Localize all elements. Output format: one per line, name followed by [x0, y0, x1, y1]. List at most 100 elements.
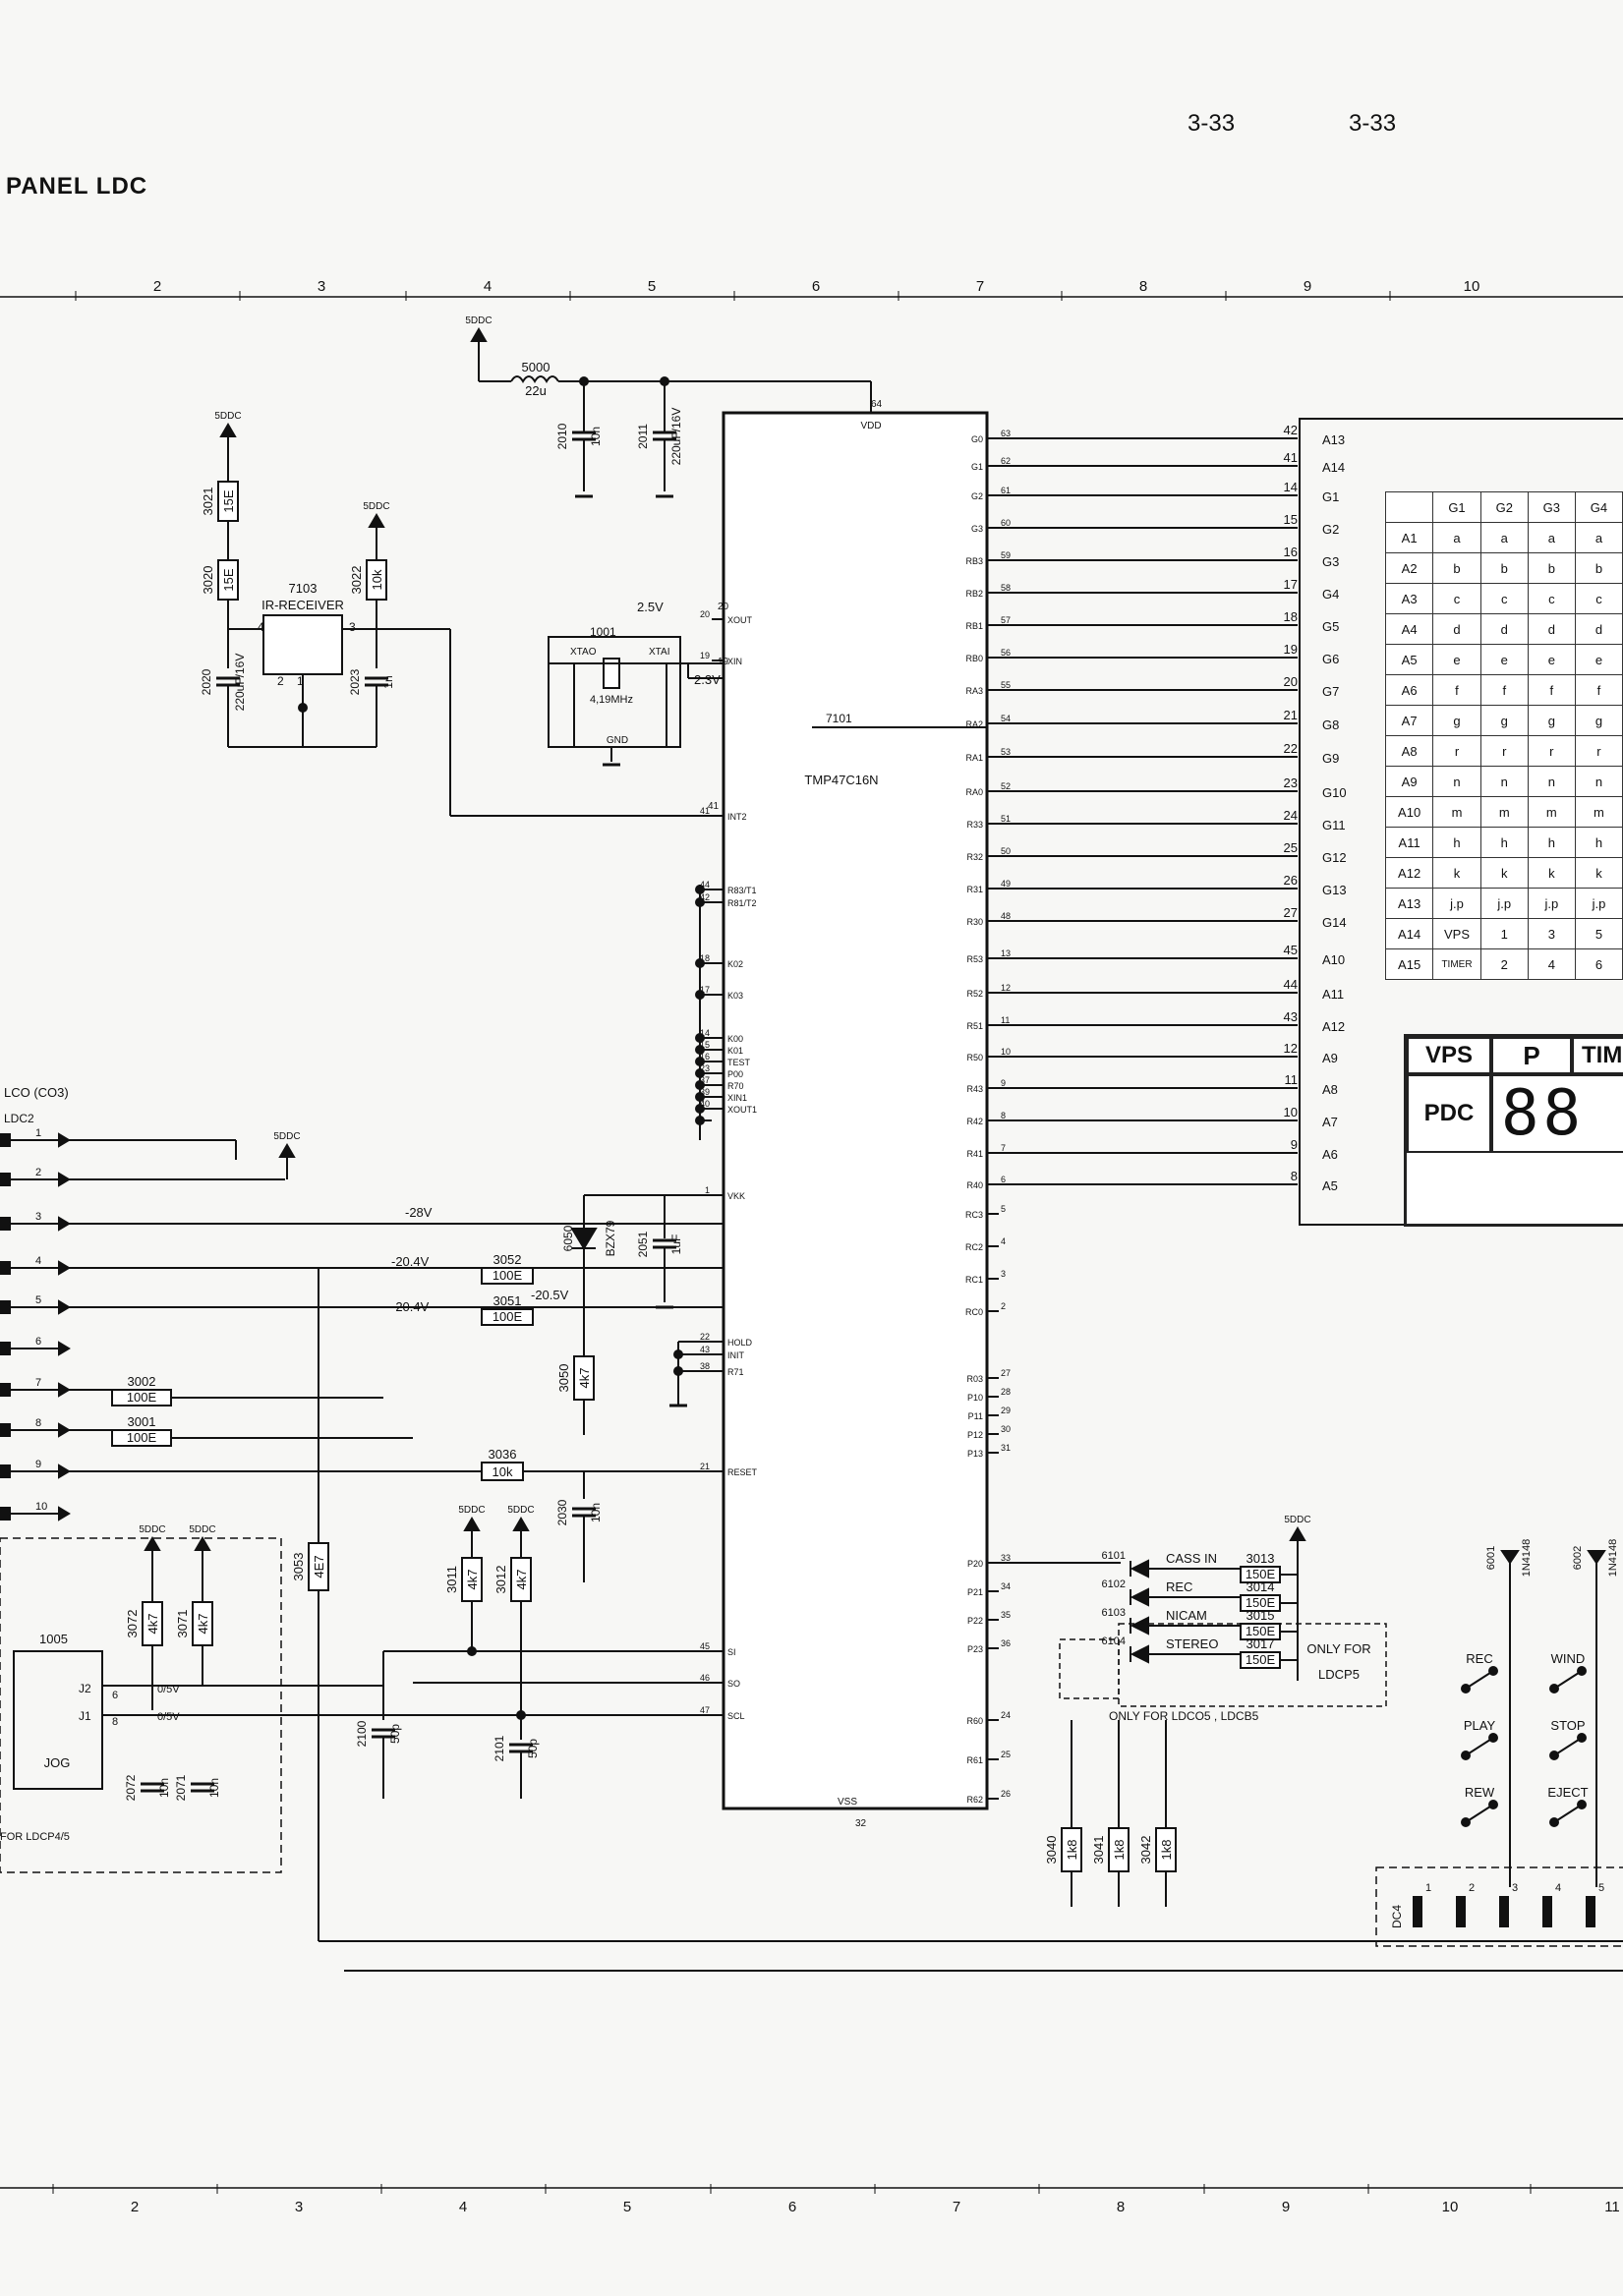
- led-diode: [1130, 1644, 1149, 1664]
- connector-arrow: [58, 1464, 71, 1479]
- resistor-ref: 3051: [493, 1293, 522, 1308]
- ic-pin-number: 12: [1001, 983, 1011, 993]
- resistor-value: 1k8: [1159, 1840, 1174, 1861]
- inductor-ref: 5000: [522, 360, 551, 374]
- supply-label: 5DDC: [273, 1131, 300, 1142]
- seg-table-cell: f: [1527, 674, 1576, 706]
- resistor-value: 100E: [493, 1268, 523, 1283]
- seg-table-cell: A7: [1384, 705, 1434, 736]
- seg-table-cell: 3: [1527, 918, 1576, 949]
- seg-table-cell: d: [1432, 613, 1481, 645]
- ic-7101-body: [722, 411, 989, 1810]
- grid-number-bottom: 10: [1442, 2199, 1459, 2215]
- ic-pin-number: 7: [1001, 1143, 1006, 1153]
- ic-pin-name: G0: [971, 434, 983, 444]
- ic-pin-name: HOLD: [727, 1338, 753, 1348]
- junction-dot: [467, 1646, 477, 1656]
- resistor-ref: 3017: [1246, 1636, 1275, 1651]
- resistor-ref: 3015: [1246, 1608, 1275, 1623]
- ic-pin-number: 30: [1001, 1424, 1011, 1434]
- jog-label: JOG: [44, 1755, 71, 1770]
- lcd-pin-name: A6: [1322, 1147, 1338, 1162]
- resistor-value: 4k7: [196, 1614, 210, 1635]
- ic-pin-number: 19: [700, 651, 710, 660]
- seg-table-cell: A1: [1384, 522, 1434, 553]
- resistor-value: 4E7: [312, 1555, 326, 1578]
- ic-pin-name: R62: [966, 1795, 983, 1805]
- seg-table-cell: g: [1432, 705, 1481, 736]
- junction-dot: [695, 1033, 705, 1043]
- seg-table-cell: A11: [1384, 827, 1434, 858]
- ic-pin-name: XOUT1: [727, 1105, 757, 1115]
- grid-number-top: 3: [318, 278, 325, 295]
- seg-table-cell: TIMER: [1432, 948, 1481, 980]
- capacitor-ref: 2051: [636, 1231, 650, 1257]
- pin-number: 19: [718, 657, 729, 667]
- resistor-value: 15E: [221, 568, 236, 591]
- resistor-ref: 3020: [201, 566, 215, 595]
- resistor: [481, 1462, 524, 1481]
- ic-pin-name: XIN1: [727, 1093, 747, 1103]
- crystal-frequency: 4,19MHz: [590, 694, 633, 706]
- ic-pin-number: 37: [700, 1075, 710, 1085]
- grid-number-top: 8: [1139, 278, 1147, 295]
- voltage-label: -28V: [405, 1205, 433, 1220]
- connector-pin: [0, 1464, 11, 1478]
- ic-pin-number: 38: [700, 1361, 710, 1371]
- seg-table-cell: m: [1527, 796, 1576, 828]
- ic-pin-name: TEST: [727, 1058, 751, 1067]
- junction-dot: [1461, 1817, 1471, 1827]
- resistor-value: 15E: [221, 489, 236, 512]
- ic-pin-name: R40: [966, 1180, 983, 1190]
- dc4-pin-number: 1: [1425, 1882, 1431, 1894]
- ic-pin-number: 60: [1001, 518, 1011, 528]
- ic-pin-name: RC3: [965, 1210, 983, 1220]
- dc4-pin-number: 2: [1469, 1882, 1475, 1894]
- key-label: STOP: [1550, 1718, 1585, 1733]
- page-number-right: 3-33: [1349, 110, 1397, 137]
- ic-pin-name: R32: [966, 852, 983, 862]
- ic-pin-name: R71: [727, 1367, 744, 1377]
- resistor-value: 1k8: [1112, 1840, 1127, 1861]
- connector-pin-number: 1: [35, 1127, 41, 1139]
- resistor-ref: 3021: [201, 488, 215, 516]
- lcd-pin-number: 10: [1284, 1105, 1298, 1119]
- supply-arrow: [278, 1143, 296, 1158]
- led-ref: 6103: [1102, 1607, 1126, 1619]
- ic-pin-name: R51: [966, 1021, 983, 1031]
- diode-6002: [1587, 1550, 1606, 1565]
- pin-number: 4: [258, 620, 264, 634]
- capacitor-ref: 2010: [555, 423, 569, 449]
- ic-pin-number: 14: [700, 1028, 710, 1038]
- ic-pin-number: 3: [1001, 1269, 1006, 1279]
- dc4-pin: [1456, 1896, 1466, 1927]
- junction-dot: [695, 1045, 705, 1055]
- ic-pin-name: G2: [971, 491, 983, 501]
- connector-pin: [0, 1173, 11, 1186]
- ir-receiver-name: IR-RECEIVER: [261, 598, 344, 612]
- ic-pin-number: 34: [1001, 1581, 1011, 1591]
- capacitor-value: 10n: [589, 427, 603, 446]
- ic-pin-number: 62: [1001, 456, 1011, 466]
- connector-pin-number: 6: [35, 1336, 41, 1348]
- ic-pin-name: R70: [727, 1081, 744, 1091]
- lcd-display: VPS P TIM PDC 88: [1404, 1034, 1623, 1227]
- grid-number-bottom: 7: [953, 2199, 960, 2215]
- lcd-pin-number: 18: [1284, 609, 1298, 624]
- page-title: PANEL LDC: [6, 173, 148, 200]
- note-ldcp5: LDCP5: [1318, 1667, 1360, 1682]
- ic-pin-name: INIT: [727, 1350, 745, 1360]
- ic-pin-name: SCL: [727, 1711, 745, 1721]
- voltage-label: 2.3V: [694, 672, 721, 687]
- lcd-pin-number: 16: [1284, 545, 1298, 559]
- dc4-pin: [1413, 1896, 1422, 1927]
- ic-pin-number: 13: [1001, 948, 1011, 958]
- supply-arrow: [512, 1517, 530, 1531]
- connector-pin-number: 8: [35, 1417, 41, 1429]
- key-label: EJECT: [1547, 1785, 1588, 1800]
- capacitor-ref: 2072: [124, 1774, 138, 1801]
- key-label: REC: [1466, 1651, 1492, 1666]
- ic-pin-name: RC2: [965, 1242, 983, 1252]
- capacitor-ref: 2100: [355, 1720, 369, 1747]
- seg-table-cell: h: [1527, 827, 1576, 858]
